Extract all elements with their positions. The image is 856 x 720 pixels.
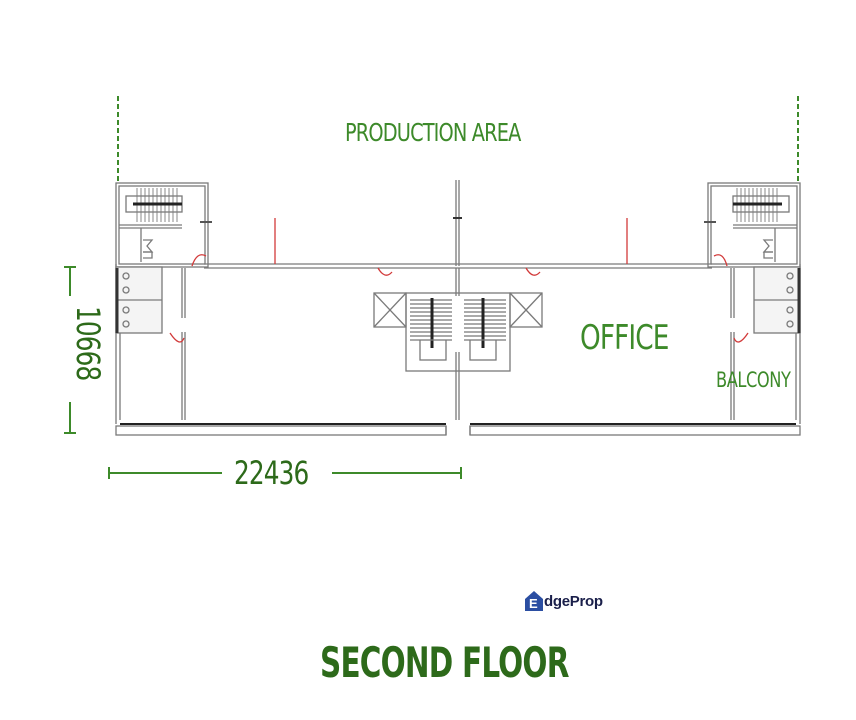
boundary-dashed-lines — [117, 96, 799, 182]
red-wall-markers — [274, 218, 628, 264]
rear-wall — [204, 263, 712, 269]
production-area-label: PRODUCTION AREA — [345, 118, 521, 147]
party-wall — [453, 180, 462, 420]
left-stair-core — [115, 182, 212, 268]
width-dimension: 22436 — [108, 452, 462, 492]
house-logo-icon: E — [525, 591, 543, 611]
door-swings — [169, 254, 749, 343]
edgeprop-logo: E dgeProp — [525, 590, 603, 612]
dimension-tick — [64, 432, 76, 434]
dimension-line — [69, 402, 71, 432]
dimension-line — [108, 472, 222, 474]
width-dimension-value: 22436 — [234, 454, 309, 492]
right-toilets — [730, 266, 801, 420]
outer-walls — [115, 264, 801, 436]
dimension-line — [332, 472, 462, 474]
central-stairs — [373, 292, 543, 372]
office-label: OFFICE — [580, 318, 669, 358]
balcony-label: BALCONY — [716, 368, 791, 392]
depth-dimension-value: 10668 — [69, 306, 107, 381]
svg-text:E: E — [529, 596, 538, 611]
dimension-tick — [460, 467, 462, 479]
brand-name: dgeProp — [544, 592, 603, 610]
floor-title: SECOND FLOOR — [320, 638, 569, 687]
dimension-line — [69, 266, 71, 296]
left-toilets — [115, 266, 186, 420]
depth-dimension: 10668 — [45, 266, 107, 436]
